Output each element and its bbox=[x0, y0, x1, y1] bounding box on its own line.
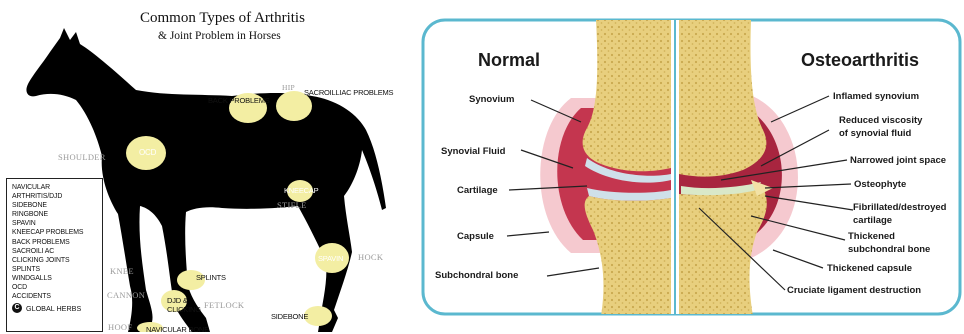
label-stifle: STIFLE bbox=[277, 200, 307, 210]
legend-item: KNEECAP PROBLEMS bbox=[12, 228, 102, 237]
label-hoof: HOOF bbox=[108, 322, 132, 332]
label-spavin: SPAVIN bbox=[318, 254, 343, 263]
brand-name: GLOBAL HERBS bbox=[26, 304, 81, 313]
label-clicking: CLICKING bbox=[167, 305, 201, 314]
label-fibrillated-2: cartilage bbox=[853, 215, 892, 226]
label-cannon: CANNON bbox=[107, 290, 145, 300]
label-osteophyte: Osteophyte bbox=[854, 179, 906, 190]
label-shoulder: SHOULDER bbox=[58, 152, 106, 162]
label-kneecap: KNEECAP bbox=[284, 186, 318, 195]
label-capsule: Capsule bbox=[457, 231, 494, 242]
label-synovium: Synovium bbox=[469, 94, 514, 105]
spot-sidebone bbox=[304, 306, 332, 326]
label-fibrillated-1: Fibrillated/destroyed bbox=[853, 202, 946, 213]
label-hip: HIP bbox=[282, 83, 295, 92]
legend-item: CLICKING JOINTS bbox=[12, 256, 102, 265]
legend-item: SPAVIN bbox=[12, 219, 102, 228]
label-splints: SPLINTS bbox=[196, 273, 226, 282]
label-djd: DJD & bbox=[167, 296, 188, 305]
label-inflamed-synovium: Inflamed synovium bbox=[833, 91, 919, 102]
legend-item: SIDEBONE bbox=[12, 201, 102, 210]
joint-comparison-diagram: Normal Osteoarthritis Synovium Synovial … bbox=[421, 18, 962, 316]
label-knee: KNEE bbox=[110, 266, 134, 276]
label-fetlock: FETLOCK bbox=[204, 300, 244, 310]
label-thickened-capsule: Thickened capsule bbox=[827, 263, 912, 274]
heading-osteoarthritis: Osteoarthritis bbox=[801, 50, 919, 71]
label-sidebone: SIDEBONE bbox=[271, 312, 308, 321]
legend-item: SACROILI AC bbox=[12, 247, 102, 256]
legend-item: ARTHRITIS/DJD bbox=[12, 192, 102, 201]
label-cartilage: Cartilage bbox=[457, 185, 498, 196]
label-synovial-fluid: Synovial Fluid bbox=[441, 146, 505, 157]
heading-normal: Normal bbox=[478, 50, 540, 71]
legend-item: SPLINTS bbox=[12, 265, 102, 274]
label-back-problems: BACK PROBLEMS bbox=[208, 96, 270, 105]
brand-row: C GLOBAL HERBS bbox=[12, 303, 102, 313]
label-reduced-viscosity-2: of synovial fluid bbox=[839, 128, 911, 139]
horse-arthritis-diagram: Common Types of Arthritis & Joint Proble… bbox=[0, 0, 410, 332]
legend-item: WINDGALLS bbox=[12, 274, 102, 283]
legend-item: BACK PROBLEMS bbox=[12, 238, 102, 247]
copyright-logo: C bbox=[12, 303, 22, 313]
label-thickened-2: subchondral bone bbox=[848, 244, 930, 255]
label-ocd: OCD bbox=[139, 148, 156, 157]
legend-item: ACCIDENTS bbox=[12, 292, 102, 301]
label-hock: HOCK bbox=[358, 252, 383, 262]
legend-item: OCD bbox=[12, 283, 102, 292]
legend-item: RINGBONE bbox=[12, 210, 102, 219]
label-narrowed-joint-space: Narrowed joint space bbox=[850, 155, 946, 166]
label-navicular-bone: NAVICULAR BONE bbox=[146, 325, 209, 334]
legend-box: NAVICULAR ARTHRITIS/DJD SIDEBONE RINGBON… bbox=[6, 178, 103, 332]
label-cruciate-ligament: Cruciate ligament destruction bbox=[787, 285, 921, 296]
label-sacroiliac: SACROILLIAC PROBLEMS bbox=[304, 88, 393, 97]
label-subchondral-bone: Subchondral bone bbox=[435, 270, 518, 281]
label-reduced-viscosity-1: Reduced viscosity bbox=[839, 115, 922, 126]
legend-item: NAVICULAR bbox=[12, 183, 102, 192]
label-thickened-1: Thickened bbox=[848, 231, 895, 242]
